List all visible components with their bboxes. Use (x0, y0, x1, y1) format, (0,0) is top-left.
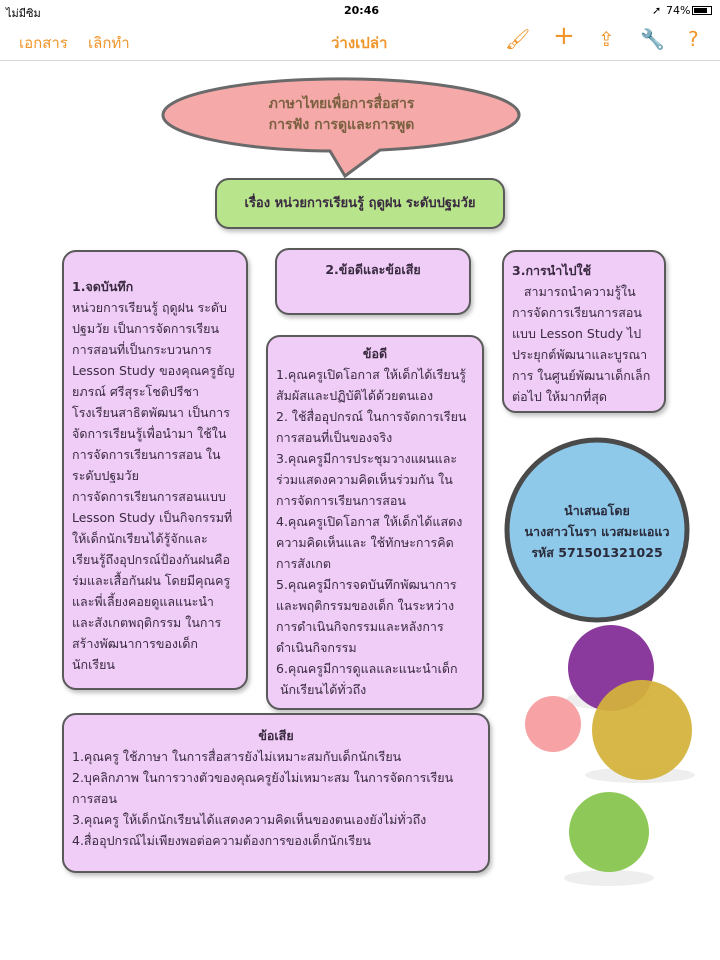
paintbrush-icon[interactable]: 🖌 (505, 27, 531, 51)
toolbar: เอกสาร เลิกทำ ว่างเปล่า 🖌 + ⇪ 🔧 ? (0, 20, 720, 61)
text-line: 1.คุณครู ใช้ภาษา ในการสื่อสารยังไม่เหมาะ… (72, 749, 402, 764)
text-line: 5.คุณครูมีการจดบันทึกพัฒนาการ (276, 577, 457, 592)
text-line: ร่วมแสดงความคิดเห็นร่วมกัน ใน (276, 472, 453, 487)
gold-decor-circle (592, 680, 692, 780)
text-line: และพี่เลี้ยงคอยดูแลแนะนำ (72, 594, 214, 609)
pros-cons-header-box: 2.ข้อดีและข้อเสีย (275, 248, 471, 315)
text-line: โรงเรียนสาธิตพัฒนา เป็นการ (72, 405, 230, 420)
text-line: 3.คุณครู ให้เด็กนักเรียนได้แสดงความคิดเห… (72, 812, 427, 827)
text-line: 1.คุณครูเปิดโอกาส ให้เด็กได้เรียนรู้ (276, 367, 466, 382)
status-bar: ไม่มีซิม 20:46 ➚ 74% (0, 0, 720, 20)
text-line: นักเรียนได้ทั่วถึง (276, 682, 367, 697)
notes-box: 1.จดบันทึก หน่วยการเรียนรู้ ฤดูฝน ระดับป… (62, 250, 248, 690)
text-line: 2. ใช้สื่ออุปกรณ์ ในการจัดการเรียน (276, 409, 467, 424)
share-icon[interactable]: ⇪ (598, 27, 615, 51)
text-line: สัมผัสและปฏิบัติได้ด้วยตนเอง (276, 388, 434, 403)
text-line: การจัดการเรียนการสอน ใน (72, 447, 221, 462)
text-line: Lesson Study เป็นกิจกรรมที่ (72, 510, 233, 525)
battery-percent: 74% (666, 4, 691, 17)
battery-icon (692, 6, 712, 15)
notes-title: 1.จดบันทึก (72, 279, 134, 294)
text-line: ความคิดเห็นและ ใช้ทักษะการคิด (276, 535, 454, 550)
application-box: 3.การนำไปใช้ สามารถนำความรู้ในการจัดการเ… (502, 250, 666, 413)
cons-title: ข้อเสีย (258, 728, 294, 743)
text-line: หน่วยการเรียนรู้ ฤดูฝน ระดับ (72, 300, 227, 315)
text-line: และพฤติกรรมของเด็ก ในระหว่าง (276, 598, 455, 613)
text-line: ต่อไป ให้มากที่สุด (512, 389, 607, 404)
pros-title: ข้อดี (362, 346, 388, 361)
text-line: 3.คุณครูมีการประชุมวางแผนและ (276, 451, 458, 466)
plus-icon[interactable]: + (553, 21, 575, 51)
text-line: 6.คุณครูมีการดูแลและแนะนำเด็ก (276, 661, 458, 676)
text-line: Lesson Study ของคุณครูธัญ (72, 363, 235, 378)
green-decor-circle (569, 792, 649, 872)
text-line: การจัดการเรียนการสอน (276, 493, 406, 508)
presenter-id: รหัส 571501321025 (531, 545, 663, 560)
text-line: และสังเกตพฤติกรรม ในการ (72, 615, 222, 630)
application-title: 3.การนำไปใช้ (512, 263, 592, 278)
topic-box: เรื่อง หน่วยการเรียนรู้ ฤดูฝน ระดับปฐมวั… (215, 178, 505, 229)
text-line: ร่มและเสื้อกันฝน โดยมีคุณครู (72, 573, 231, 588)
text-line: การจัดการเรียนการสอนแบบ (72, 489, 226, 504)
presenter-label: นำเสนอโดย (564, 503, 630, 518)
text-line: แบบ Lesson Study ไป (512, 326, 642, 341)
text-line: การดำเนินกิจกรรมและหลังการ (276, 619, 444, 634)
presenter-name: นางสาวโนรา แวสมะแอแว (524, 524, 670, 539)
clock: 20:46 (344, 4, 380, 17)
wrench-icon[interactable]: 🔧 (640, 27, 665, 51)
bubble-line: ภาษาไทยเพื่อการสื่อสาร (268, 96, 415, 112)
text-line: ระดับปฐมวัย (72, 468, 139, 483)
text-line: นักเรียน (72, 657, 115, 672)
help-icon[interactable]: ? (688, 27, 699, 51)
undo-button[interactable]: เลิกทำ (88, 34, 130, 52)
text-line: 2.บุคลิกภาพ ในการวางตัวของคุณครูยังไม่เห… (72, 770, 454, 785)
document-title[interactable]: ว่างเปล่า (331, 34, 388, 52)
presenter-circle (504, 437, 690, 623)
text-line: การสังเกต (276, 556, 331, 571)
bubble-line: การฟัง การดูและการพูด (268, 117, 415, 133)
presenter-text: นำเสนอโดย นางสาวโนรา แวสมะแอแว รหัส 5715… (507, 500, 687, 563)
text-line: ให้เด็กนักเรียนได้รู้จักและ (72, 531, 208, 546)
cons-box: ข้อเสีย 1.คุณครู ใช้ภาษา ในการสื่อสารยัง… (62, 713, 490, 873)
text-line: จัดการเรียนรู้เพื่อนำมา ใช้ใน (72, 426, 227, 441)
location-icon: ➚ (652, 4, 662, 17)
bubble-text: ภาษาไทยเพื่อการสื่อสาร การฟัง การดูและกา… (163, 94, 520, 136)
pink-decor-circle (525, 696, 581, 752)
text-line: สร้างพัฒนาการของเด็ก (72, 636, 198, 651)
text-line: ดำเนินกิจกรรม (276, 640, 357, 655)
carrier: ไม่มีซิม (6, 7, 41, 20)
text-line: ประยุกต์พัฒนาและบูรณา (512, 347, 648, 362)
text-line: การสอน (72, 791, 117, 806)
text-line: การ ในศูนย์พัฒนาเด็กเล็ก (512, 368, 651, 383)
text-line: ปฐมวัย เป็นการจัดการเรียน (72, 321, 220, 336)
pros-box: ข้อดี 1.คุณครูเปิดโอกาส ให้เด็กได้เรียนร… (266, 335, 484, 710)
text-line: 4.คุณครูเปิดโอกาส ให้เด็กได้แสดง (276, 514, 463, 529)
text-line: ยภรณ์ ศรีสุระโชติปรีชา (72, 384, 200, 399)
text-line: การสอนที่เป็นของจริง (276, 430, 393, 445)
text-line: สามารถนำความรู้ใน (512, 284, 636, 299)
text-line: เรียนรู้ถึงอุปกรณ์ป้องกันฝนคือ (72, 552, 230, 567)
speech-bubble (161, 77, 521, 179)
text-line: การสอนที่เป็นกระบวนการ (72, 342, 212, 357)
text-line: การจัดการเรียนการสอน (512, 305, 642, 320)
documents-button[interactable]: เอกสาร (19, 34, 68, 52)
text-line: 4.สื่ออุปกรณ์ไม่เพียงพอต่อความต้องการของ… (72, 833, 371, 848)
